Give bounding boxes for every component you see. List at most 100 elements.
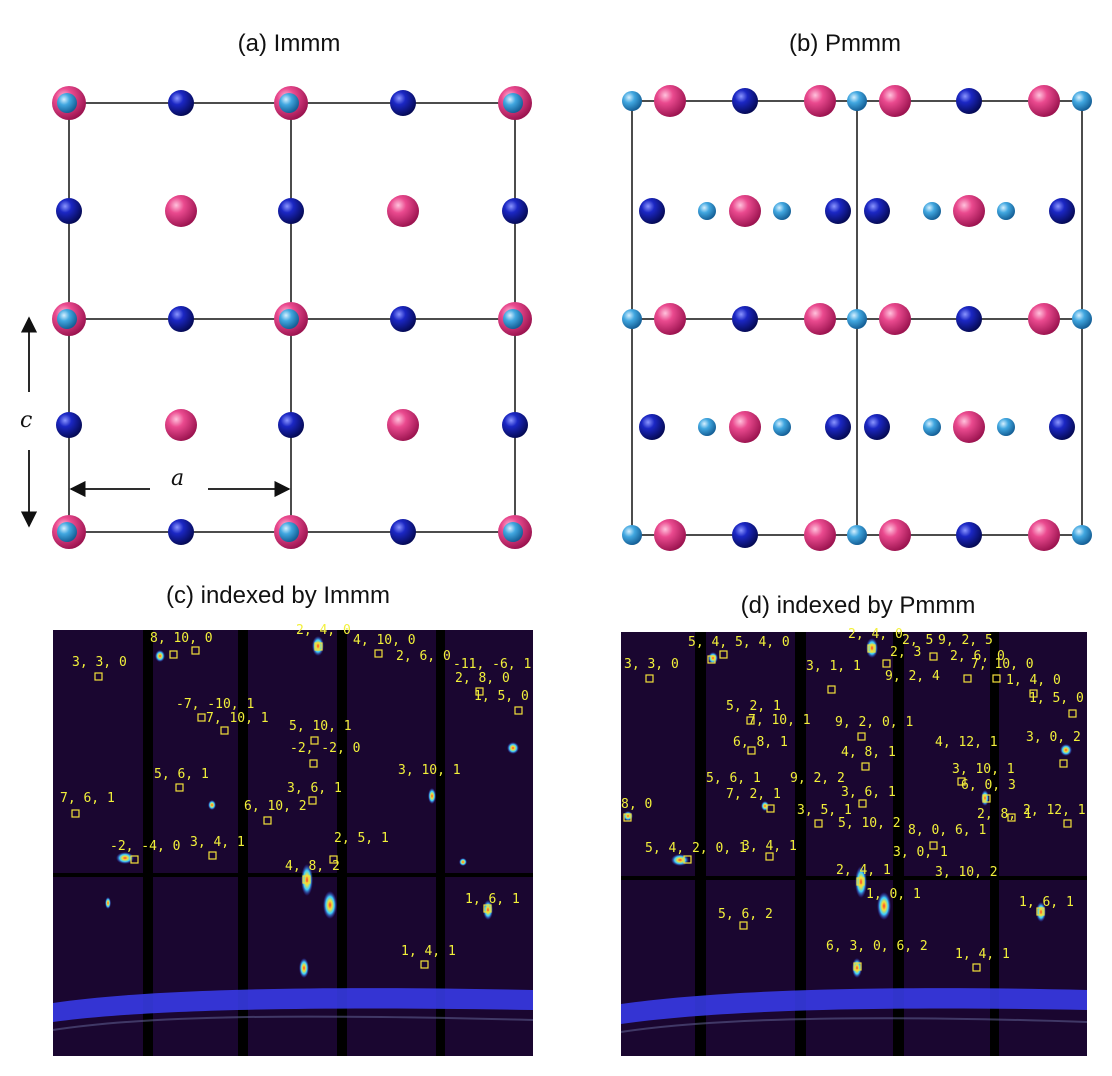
spot-label: -7, -10, 1 <box>176 697 254 712</box>
spot-label: 3, 6, 1 <box>841 785 896 800</box>
light-blue-atom <box>847 309 867 329</box>
light-blue-atom <box>997 202 1015 220</box>
navy-atom <box>56 412 82 438</box>
detector-background <box>53 630 533 1056</box>
detector-gaps <box>621 632 1087 1056</box>
spot-label: 7, 10, 1 <box>206 711 269 726</box>
light-blue-atom <box>1072 309 1092 329</box>
navy-atom <box>278 198 304 224</box>
panel-b-title: (b) Pmmm <box>789 30 901 57</box>
spot-label: 1, 6, 1 <box>1019 895 1074 910</box>
navy-atom <box>168 90 194 116</box>
panel-a-unit-cell <box>20 86 532 549</box>
spot-label: 3, 0, 1 <box>893 845 948 860</box>
axis-c-label: c <box>20 408 33 433</box>
axis-a-label: a <box>171 466 185 491</box>
magenta-atom <box>804 303 836 335</box>
spot-label: 2, 3 <box>890 645 921 660</box>
navy-atom <box>639 414 665 440</box>
light-blue-atom <box>622 525 642 545</box>
magenta-atom <box>729 195 761 227</box>
magenta-atom <box>654 519 686 551</box>
magenta-atom <box>654 85 686 117</box>
light-blue-atom <box>847 91 867 111</box>
spot-label: 1, 4, 1 <box>955 947 1010 962</box>
index-boxes <box>71 642 523 969</box>
spot-label: 2, 4, 1 <box>836 863 891 878</box>
magenta-atom <box>165 409 197 441</box>
spot-label: 1, 4, 0 <box>1006 673 1061 688</box>
spot-label: 5, 10, 1 <box>289 719 352 734</box>
navy-atom <box>864 414 890 440</box>
spot-label: 2, 4, 0 <box>296 623 351 638</box>
magenta-atom <box>953 195 985 227</box>
spot-label: 2, 5 <box>902 633 933 648</box>
spot-label: 1, 5, 0 <box>1029 691 1084 706</box>
navy-atom <box>732 306 758 332</box>
spot-label: 5, 4, 5, 4, 0 <box>688 635 790 650</box>
spot-label: -2, -4, 0 <box>110 839 180 854</box>
navy-atom <box>732 88 758 114</box>
light-blue-atom <box>997 418 1015 436</box>
spot-label: 2, 6, 0 <box>950 649 1005 664</box>
magenta-atom <box>879 303 911 335</box>
spot-label: 2, 6, 0 <box>396 649 451 664</box>
light-blue-atom <box>923 418 941 436</box>
spot-label: 3, 3, 0 <box>624 657 679 672</box>
spot-label: 4, 8, 2 <box>285 859 340 874</box>
spot-label: 3, 4, 1 <box>742 839 797 854</box>
spot-label: 1, 5, 0 <box>474 689 529 704</box>
navy-atom <box>390 519 416 545</box>
panel-d-title: (d) indexed by Pmmm <box>740 592 976 619</box>
spot-label: 7, 2, 1 <box>726 787 781 802</box>
spot-label: 9, 2, 4 <box>885 669 940 684</box>
magenta-atom <box>387 195 419 227</box>
magenta-atom <box>165 195 197 227</box>
navy-atom <box>56 198 82 224</box>
light-blue-atom <box>279 309 299 329</box>
spot-label: 5, 10, 2 <box>838 816 901 831</box>
spot-label: 3, 3, 0 <box>72 655 127 670</box>
magenta-atom <box>1028 85 1060 117</box>
spot-label: 4, 12, 1 <box>935 735 998 750</box>
panel-a-title: (a) Immm <box>237 30 341 57</box>
panel-c-diffraction-image: 8, 10, 0 2, 4, 0 4, 10, 0 2, 6, 0 -11, -… <box>52 623 534 1056</box>
spot-label: 9, 2, 5 <box>938 633 993 648</box>
navy-atom <box>168 306 194 332</box>
spot-label: 3, 5, 1 <box>797 803 852 818</box>
spot-label: 2, 8, 0 <box>455 671 510 686</box>
navy-atom <box>825 198 851 224</box>
spot-label: 7, 10, 0 <box>971 657 1034 672</box>
light-blue-atom <box>773 418 791 436</box>
navy-atom <box>956 522 982 548</box>
light-blue-atom <box>503 93 523 113</box>
navy-atom <box>956 306 982 332</box>
light-blue-atom <box>698 202 716 220</box>
spot-label: 3, 0, 2 <box>1026 730 1081 745</box>
magenta-atom <box>654 303 686 335</box>
magenta-atom <box>1028 519 1060 551</box>
light-blue-atom <box>847 525 867 545</box>
light-blue-atom <box>279 522 299 542</box>
magenta-atom <box>729 411 761 443</box>
light-blue-atom <box>773 202 791 220</box>
navy-atom <box>390 306 416 332</box>
spot-label: 5, 6, 1 <box>154 767 209 782</box>
panel-d-diffraction-image: 5, 4, 5, 4, 0 2, 4, 0 2, 5 9, 2, 5 3, 3,… <box>620 627 1088 1056</box>
light-blue-atom <box>279 93 299 113</box>
spot-label: 3, 10, 1 <box>398 763 461 778</box>
navy-atom <box>168 519 194 545</box>
light-blue-atom <box>1072 525 1092 545</box>
magenta-atom <box>879 85 911 117</box>
spot-label: 4, 8, 1 <box>841 745 896 760</box>
light-blue-atom <box>622 91 642 111</box>
navy-atom <box>864 198 890 224</box>
light-blue-atom <box>503 522 523 542</box>
spot-label: 2, 8, 1 <box>977 807 1032 822</box>
spot-label: -11, -6, 1 <box>453 657 531 672</box>
panel-c-title: (c) indexed by Immm <box>165 582 391 609</box>
spot-label: 2, 4, 0 <box>848 627 903 642</box>
spot-label: 3, 6, 1 <box>287 781 342 796</box>
spot-label: 3, 10, 2 <box>935 865 998 880</box>
